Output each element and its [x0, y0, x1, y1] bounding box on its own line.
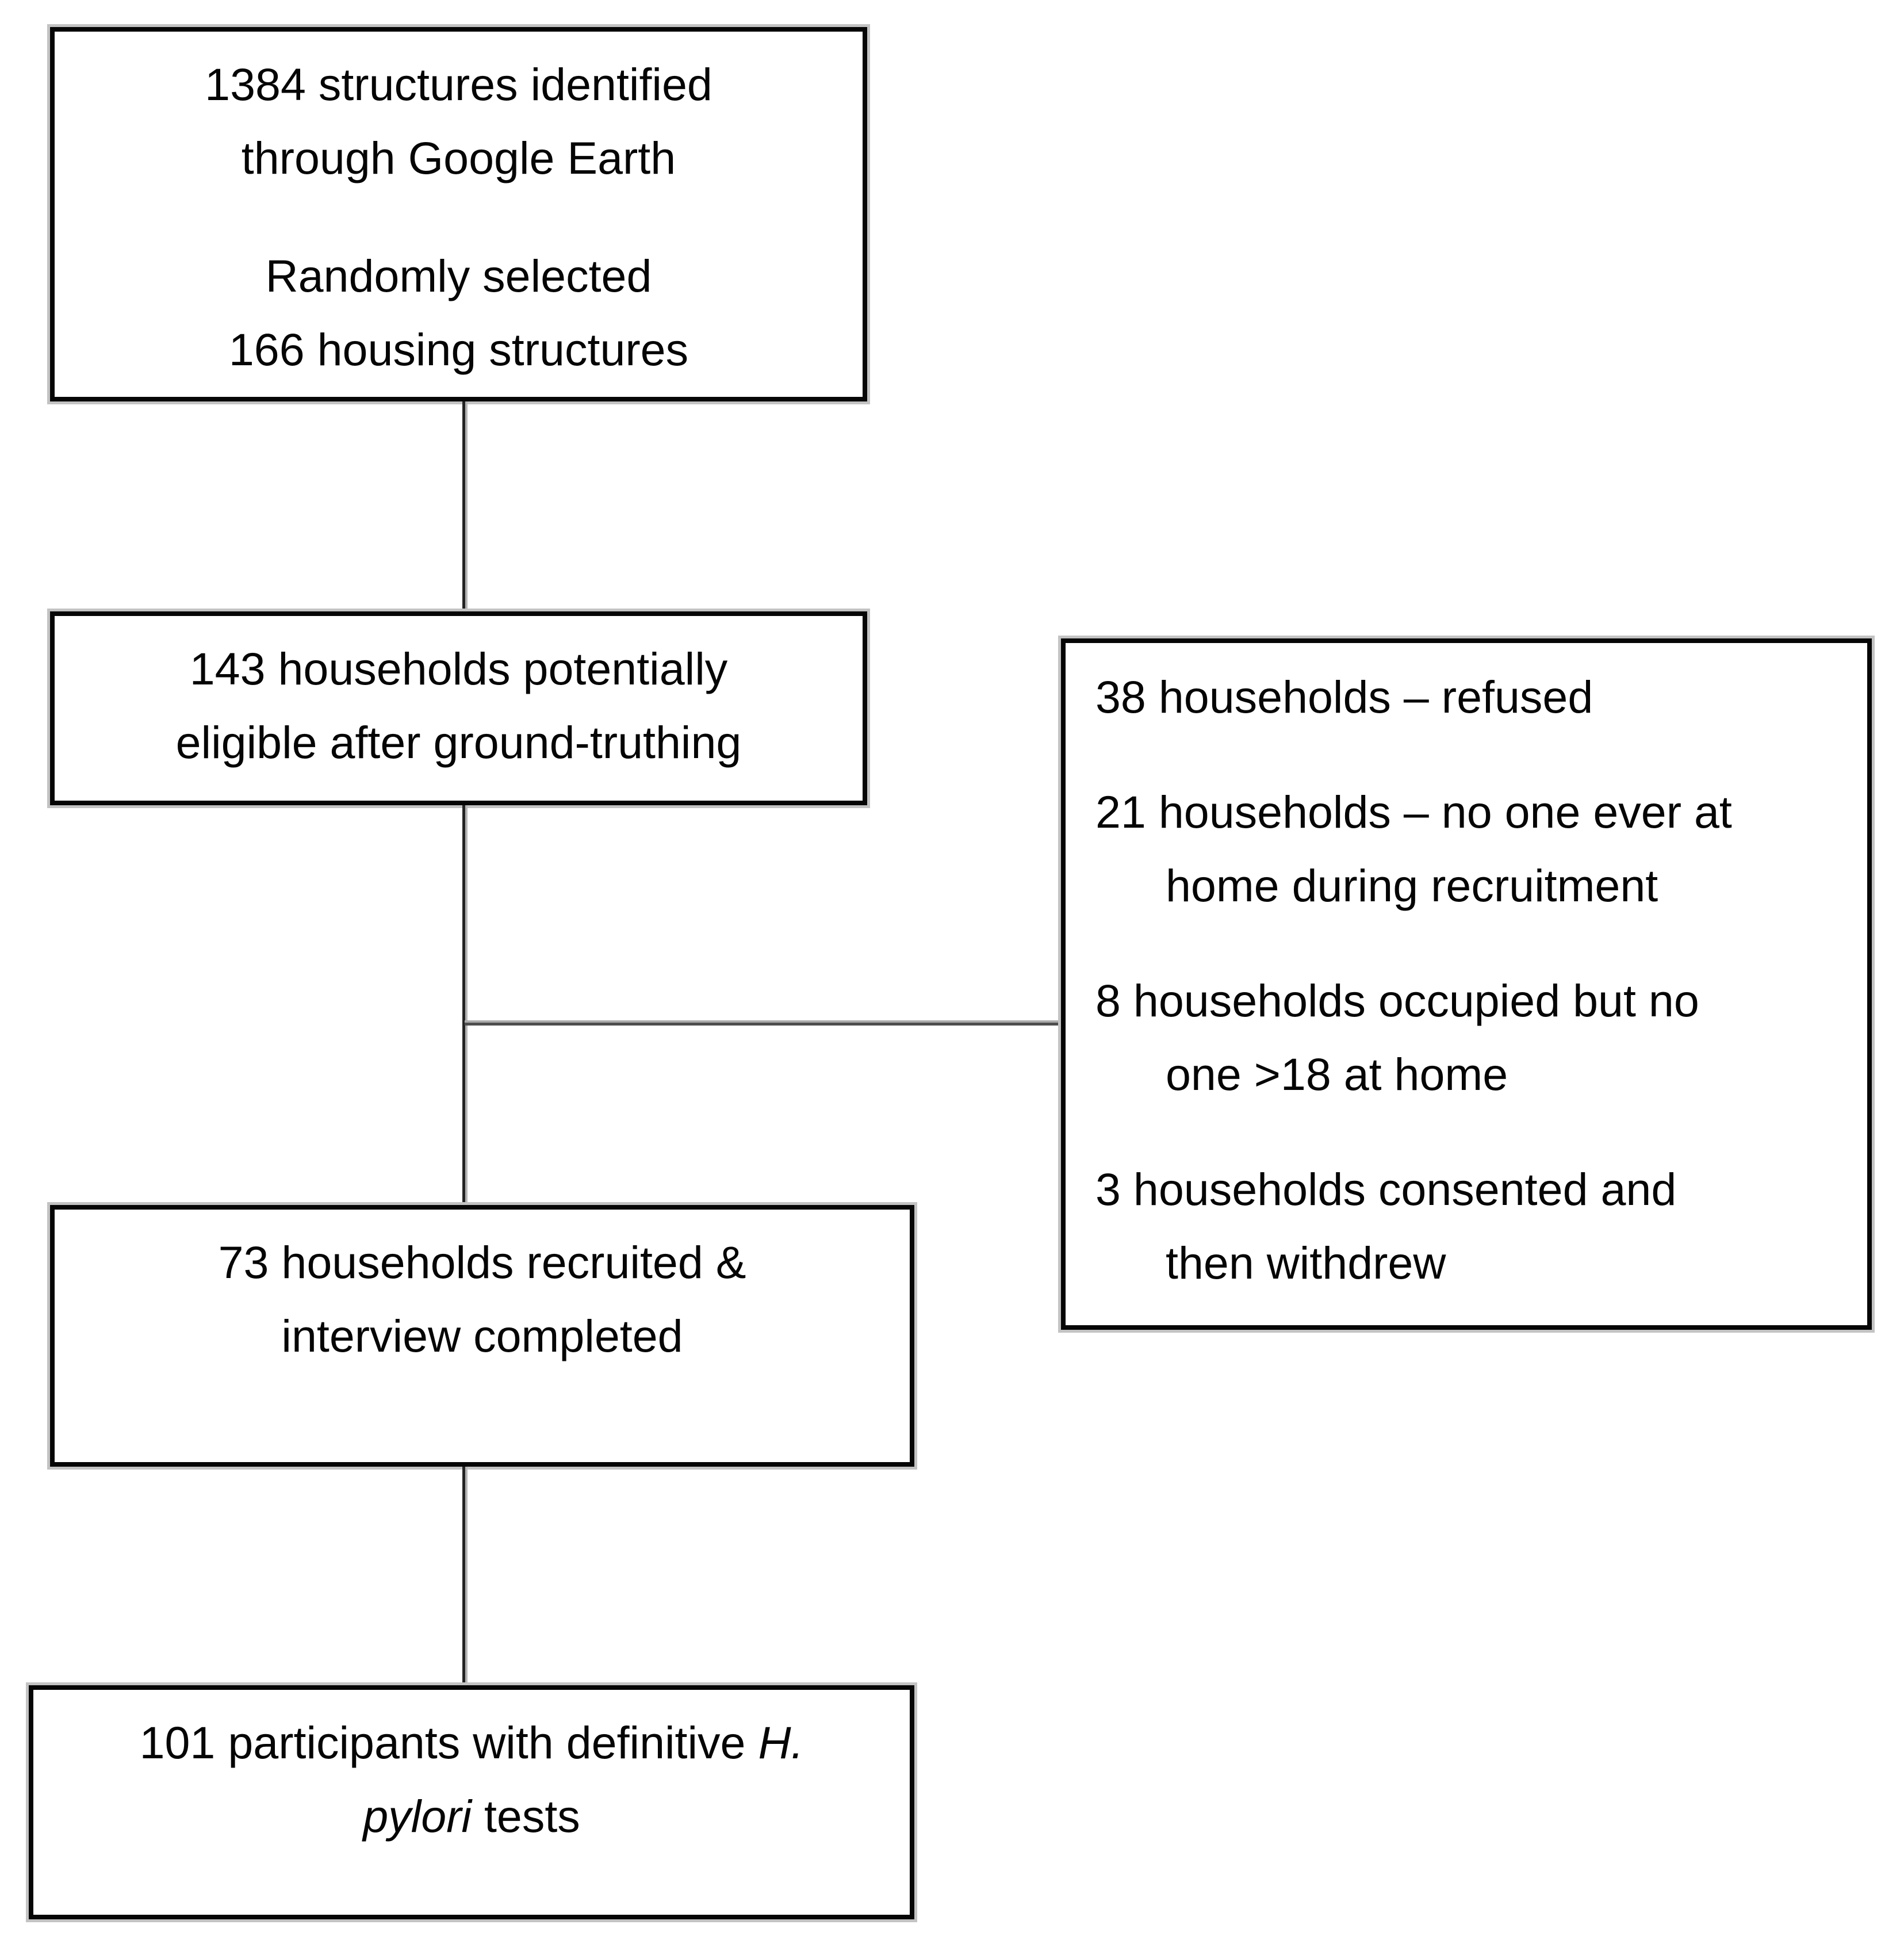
definitive-tests-line-1: 101 participants with definitive H.	[33, 1706, 910, 1780]
definitive-tests-box: 101 participants with definitive H. pylo…	[29, 1685, 914, 1919]
eligible-households-line-1: 143 households potentially	[189, 643, 728, 694]
exclusion-item-withdrew: 3 households consented and then withdrew	[1095, 1153, 1853, 1300]
connector-structures-to-eligible	[462, 401, 468, 611]
structures-identified-paragraph: 1384 structures identified through Googl…	[55, 48, 863, 195]
randomly-selected-line-2: 166 housing structures	[228, 324, 689, 375]
exclusion-item-continuation: one >18 at home	[1166, 1049, 1508, 1100]
connector-recruited-to-definitive	[462, 1467, 468, 1685]
exclusions-box: 38 households – refused 21 households – …	[1061, 638, 1872, 1330]
exclusion-item-continuation: then withdrew	[1166, 1237, 1446, 1288]
randomly-selected-line-1: Randomly selected	[265, 250, 652, 301]
structures-identified-line-1: 1384 structures identified	[205, 59, 712, 110]
exclusion-item-continuation: home during recruitment	[1166, 860, 1658, 911]
recruited-households-line-2: interview completed	[281, 1310, 683, 1361]
exclusion-item-refused: 38 households – refused	[1095, 660, 1853, 734]
definitive-tests-line-2-italic: pylori	[363, 1791, 472, 1842]
exclusion-item-no-one-home: 21 households – no one ever at home duri…	[1095, 775, 1853, 923]
eligible-households-box: 143 households potentially eligible afte…	[50, 611, 867, 805]
definitive-tests-line-2: pylori tests	[33, 1780, 910, 1853]
structures-identified-box: 1384 structures identified through Googl…	[50, 27, 867, 401]
exclusion-item-line: 38 households – refused	[1095, 671, 1593, 722]
connector-eligible-to-recruited	[462, 805, 468, 1205]
connector-branch-to-exclusions	[465, 1020, 1061, 1026]
definitive-tests-line-2-regular: tests	[472, 1791, 580, 1842]
exclusion-item-line: 8 households occupied but no	[1095, 975, 1699, 1026]
exclusion-item-line: 21 households – no one ever at	[1095, 786, 1732, 837]
exclusion-item-no-adult-home: 8 households occupied but no one >18 at …	[1095, 964, 1853, 1111]
definitive-tests-line-1-italic: H.	[758, 1717, 804, 1768]
definitive-tests-line-1-regular: 101 participants with definitive	[139, 1717, 758, 1768]
structures-identified-line-2: through Google Earth	[241, 132, 676, 183]
recruited-households-line-1: 73 households recruited &	[218, 1237, 746, 1288]
randomly-selected-paragraph: Randomly selected 166 housing structures	[55, 239, 863, 387]
exclusion-item-line: 3 households consented and	[1095, 1164, 1677, 1215]
eligible-households-line-2: eligible after ground-truthing	[175, 717, 742, 768]
recruited-households-box: 73 households recruited & interview comp…	[50, 1205, 914, 1467]
